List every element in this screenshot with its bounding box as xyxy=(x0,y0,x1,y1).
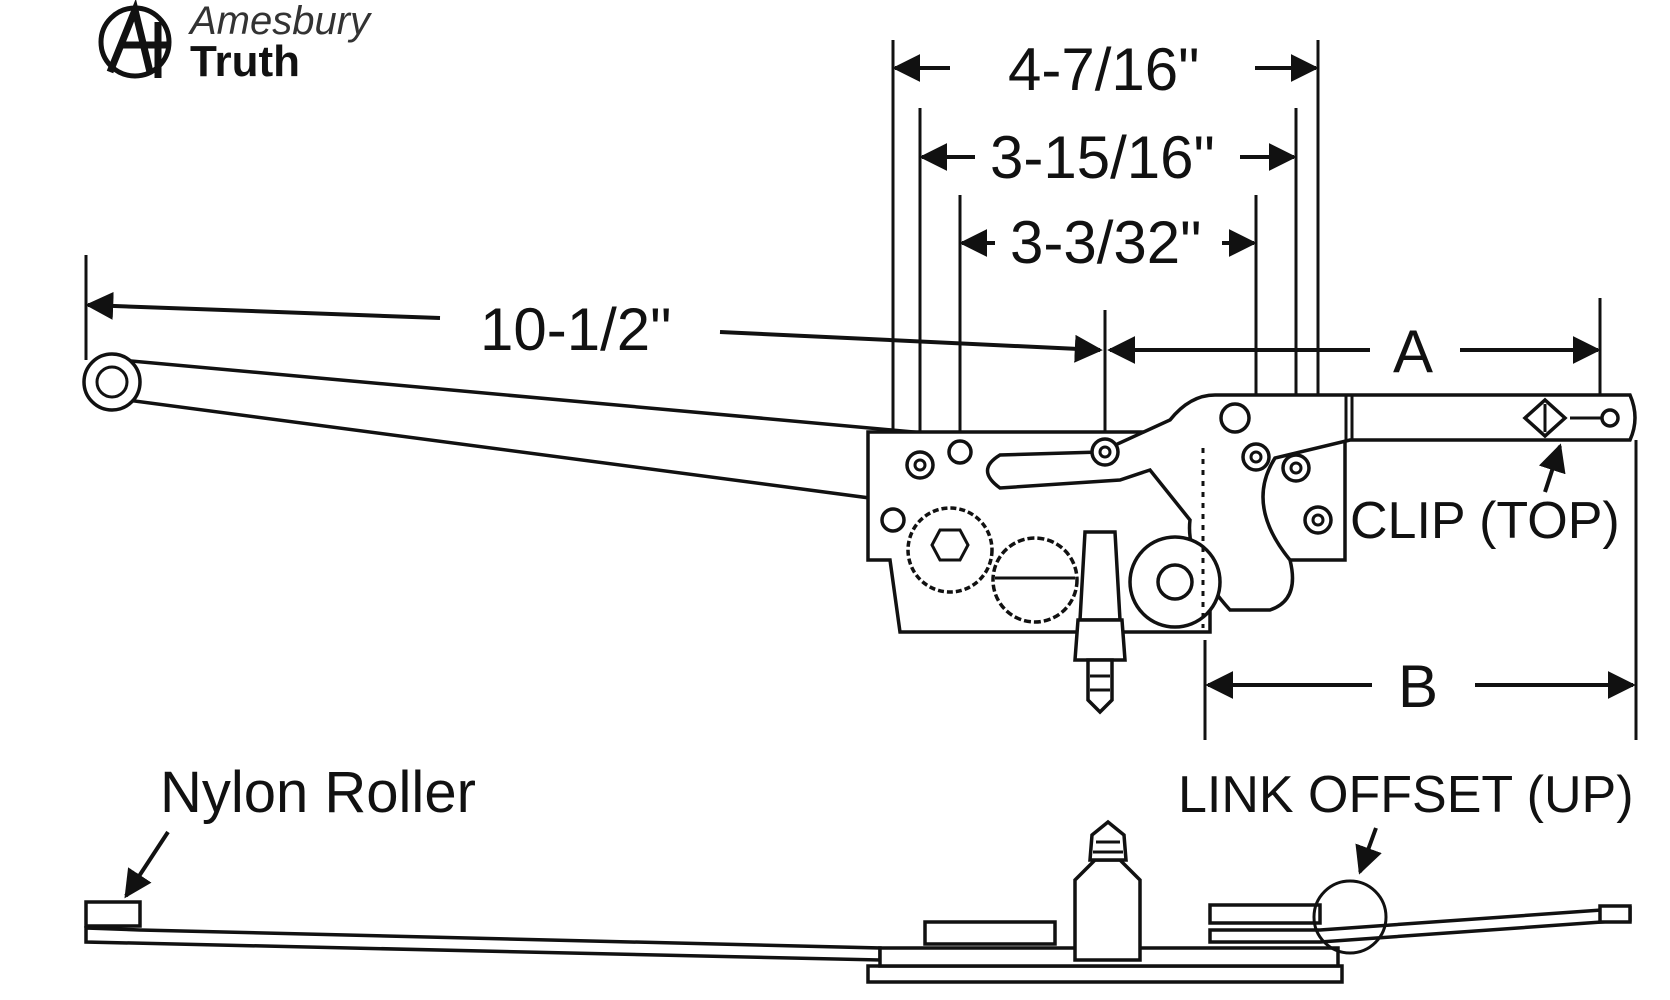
nylon-roller-callout: Nylon Roller xyxy=(124,760,476,899)
dimension-b-label: B xyxy=(1398,653,1438,720)
link-offset-marker-icon xyxy=(1312,879,1388,955)
brand-logo: Amesbury Truth xyxy=(98,0,373,86)
dimension-hole-spacing-inner: 3-3/32" xyxy=(959,209,1257,276)
dimension-hole-spacing-inner-label: 3-3/32" xyxy=(1010,209,1201,276)
dimension-arm-length: 10-1/2" xyxy=(85,291,1103,363)
link-clip-icon xyxy=(1522,397,1620,439)
dimension-a-label: A xyxy=(1393,318,1433,385)
mounting-holes xyxy=(880,437,1333,535)
arm-roller-hole-icon xyxy=(82,352,142,412)
dimension-b: B xyxy=(1205,653,1636,720)
operator-arm xyxy=(82,352,928,504)
worm-gear-icon xyxy=(991,536,1079,624)
nylon-roller-label: Nylon Roller xyxy=(160,760,476,825)
dimension-overall-width-label: 4-7/16" xyxy=(1008,36,1199,103)
operator-body xyxy=(866,393,1637,715)
dimension-hole-spacing-outer: 3-15/16" xyxy=(919,124,1297,191)
brand-name-bottom: Truth xyxy=(190,37,300,86)
operator-spindle-icon xyxy=(1073,530,1127,715)
dimension-arm-length-label: 10-1/2" xyxy=(480,296,671,363)
dimension-overall-width: 4-7/16" xyxy=(892,36,1319,103)
dimension-a: A xyxy=(1107,318,1601,385)
operator-link xyxy=(985,393,1637,612)
clip-callout-label: CLIP (TOP) xyxy=(1350,492,1620,550)
nylon-roller-icon xyxy=(84,900,142,928)
drive-gear-icon xyxy=(906,506,994,594)
link-offset-label: LINK OFFSET (UP) xyxy=(1178,766,1634,824)
operator-side-view xyxy=(84,819,1632,984)
dimension-hole-spacing-outer-label: 3-15/16" xyxy=(990,124,1215,191)
link-offset-callout: LINK OFFSET (UP) xyxy=(1178,766,1634,875)
clip-callout: CLIP (TOP) xyxy=(1350,443,1620,550)
brand-name-top: Amesbury xyxy=(188,0,373,43)
brand-logo-monogram-icon xyxy=(106,0,170,78)
